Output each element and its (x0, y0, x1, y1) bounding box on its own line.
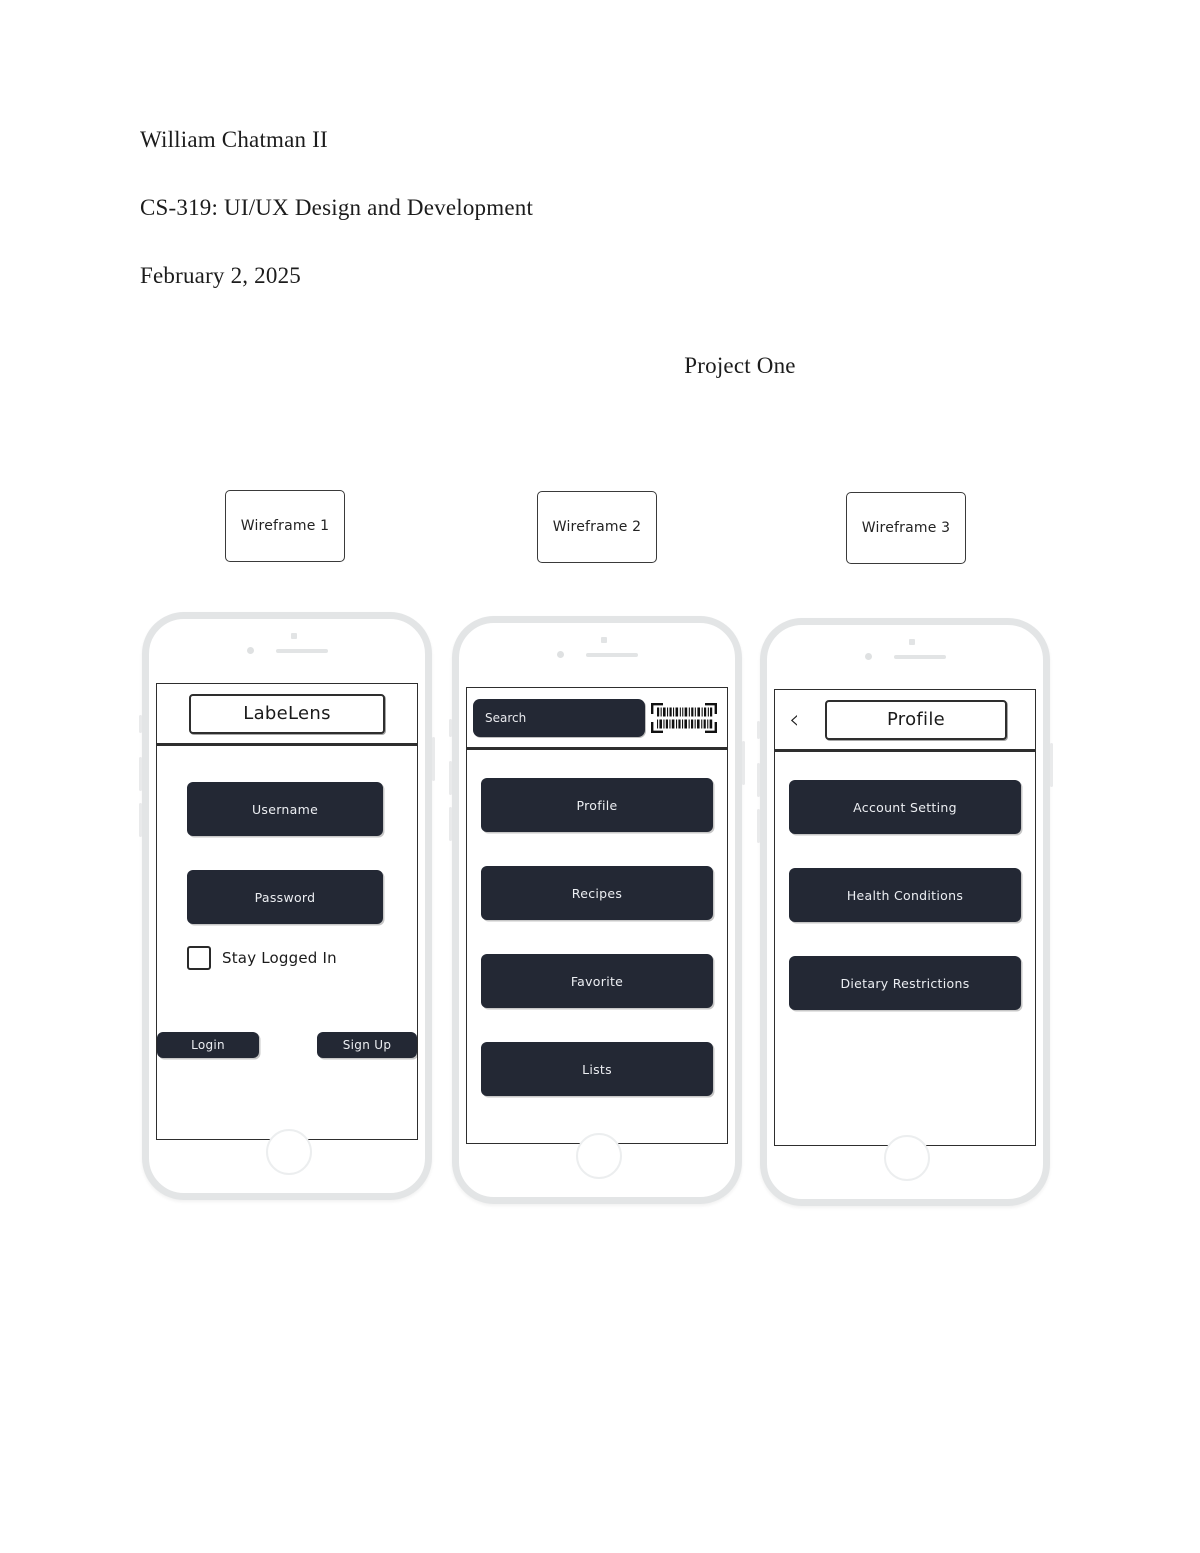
login-body: Username Password Stay Logged In Login S… (157, 746, 417, 1139)
search-input[interactable]: Search (473, 698, 645, 737)
home-header: Search (467, 688, 727, 750)
wireframe-label-1-text: Wireframe 1 (240, 518, 330, 534)
password-field[interactable]: Password (187, 870, 383, 924)
chevron-left-icon[interactable]: ‹ (789, 704, 800, 735)
earpiece-speaker-icon (894, 655, 946, 659)
login-button-label: Login (191, 1038, 225, 1052)
menu-item-lists-label: Lists (582, 1061, 612, 1077)
author-line: William Chatman II (140, 127, 328, 152)
login-screen: LabeLens Username Password Stay Logged I… (156, 683, 418, 1140)
phone-mockup-home: Search (449, 616, 745, 1204)
earpiece-speaker-icon (276, 649, 328, 653)
wireframe-label-2: Wireframe 2 (537, 491, 657, 563)
profile-body: Account Setting Health Conditions Dietar… (775, 752, 1035, 1145)
login-button[interactable]: Login (157, 1032, 259, 1058)
menu-item-profile[interactable]: Profile (481, 778, 713, 832)
power-button-icon (432, 737, 435, 781)
menu-item-dietary-restrictions-label: Dietary Restrictions (840, 975, 970, 991)
menu-item-favorite[interactable]: Favorite (481, 954, 713, 1008)
password-field-label: Password (254, 889, 316, 905)
volume-down-button-icon (139, 803, 142, 837)
wireframe-label-3-text: Wireframe 3 (861, 520, 951, 536)
front-camera-icon (557, 651, 564, 658)
earpiece-speaker-icon (586, 653, 638, 657)
proximity-sensor-icon (291, 633, 297, 639)
proximity-sensor-icon (601, 637, 607, 643)
menu-item-account-setting-label: Account Setting (853, 799, 957, 815)
proximity-sensor-icon (909, 639, 915, 645)
volume-up-button-icon (449, 761, 452, 795)
volume-down-button-icon (757, 809, 760, 843)
username-field-label: Username (251, 801, 319, 817)
app-title: LabeLens (243, 703, 331, 724)
menu-item-recipes[interactable]: Recipes (481, 866, 713, 920)
phone-mockup-login: LabeLens Username Password Stay Logged I… (139, 612, 435, 1200)
mute-switch-icon (139, 715, 142, 733)
wireframe-label-1: Wireframe 1 (225, 490, 345, 562)
menu-item-lists[interactable]: Lists (481, 1042, 713, 1096)
menu-item-profile-label: Profile (576, 797, 618, 813)
wireframe-label-2-text: Wireframe 2 (552, 519, 642, 535)
login-header: LabeLens (157, 684, 417, 746)
stay-logged-in-checkbox[interactable] (187, 946, 211, 970)
signup-button[interactable]: Sign Up (317, 1032, 417, 1058)
wireframe-label-row: Wireframe 1 Wireframe 2 Wireframe 3 (0, 490, 1200, 570)
barcode-scan-icon[interactable] (649, 701, 719, 735)
profile-title: Profile (886, 709, 946, 730)
power-button-icon (1050, 743, 1053, 787)
app-title-box: LabeLens (189, 693, 385, 734)
volume-up-button-icon (139, 757, 142, 791)
search-input-value: Search (485, 710, 527, 725)
document-header: William Chatman II CS-319: UI/UX Design … (140, 127, 1060, 378)
front-camera-icon (865, 653, 872, 660)
phone-mockup-profile: ‹ Profile Account Setting Health Conditi… (757, 618, 1053, 1206)
menu-item-dietary-restrictions[interactable]: Dietary Restrictions (789, 956, 1021, 1010)
menu-item-health-conditions-label: Health Conditions (846, 887, 964, 903)
home-screen: Search (466, 687, 728, 1144)
wireframe-label-3: Wireframe 3 (846, 492, 966, 564)
profile-title-box: Profile (825, 699, 1007, 740)
volume-up-button-icon (757, 763, 760, 797)
username-field[interactable]: Username (187, 782, 383, 836)
menu-item-favorite-label: Favorite (570, 973, 624, 989)
mute-switch-icon (449, 719, 452, 737)
mute-switch-icon (757, 721, 760, 739)
menu-item-recipes-label: Recipes (571, 885, 623, 901)
front-camera-icon (247, 647, 254, 654)
signup-button-label: Sign Up (342, 1038, 392, 1052)
volume-down-button-icon (449, 807, 452, 841)
home-button-icon[interactable] (884, 1135, 930, 1181)
wireframe-mockup-row: LabeLens Username Password Stay Logged I… (0, 612, 1200, 1212)
menu-item-health-conditions[interactable]: Health Conditions (789, 868, 1021, 922)
menu-item-account-setting[interactable]: Account Setting (789, 780, 1021, 834)
home-button-icon[interactable] (266, 1129, 312, 1175)
home-button-icon[interactable] (576, 1133, 622, 1179)
profile-header: ‹ Profile (775, 690, 1035, 752)
profile-screen: ‹ Profile Account Setting Health Conditi… (774, 689, 1036, 1146)
page-title: Project One (684, 353, 796, 378)
stay-logged-in-label: Stay Logged In (222, 949, 337, 967)
power-button-icon (742, 741, 745, 785)
home-body: Profile Recipes Favorite Lists (467, 750, 727, 1143)
stay-logged-in-row[interactable]: Stay Logged In (187, 946, 337, 970)
course-line: CS-319: UI/UX Design and Development (140, 195, 534, 220)
date-line: February 2, 2025 (140, 263, 301, 288)
